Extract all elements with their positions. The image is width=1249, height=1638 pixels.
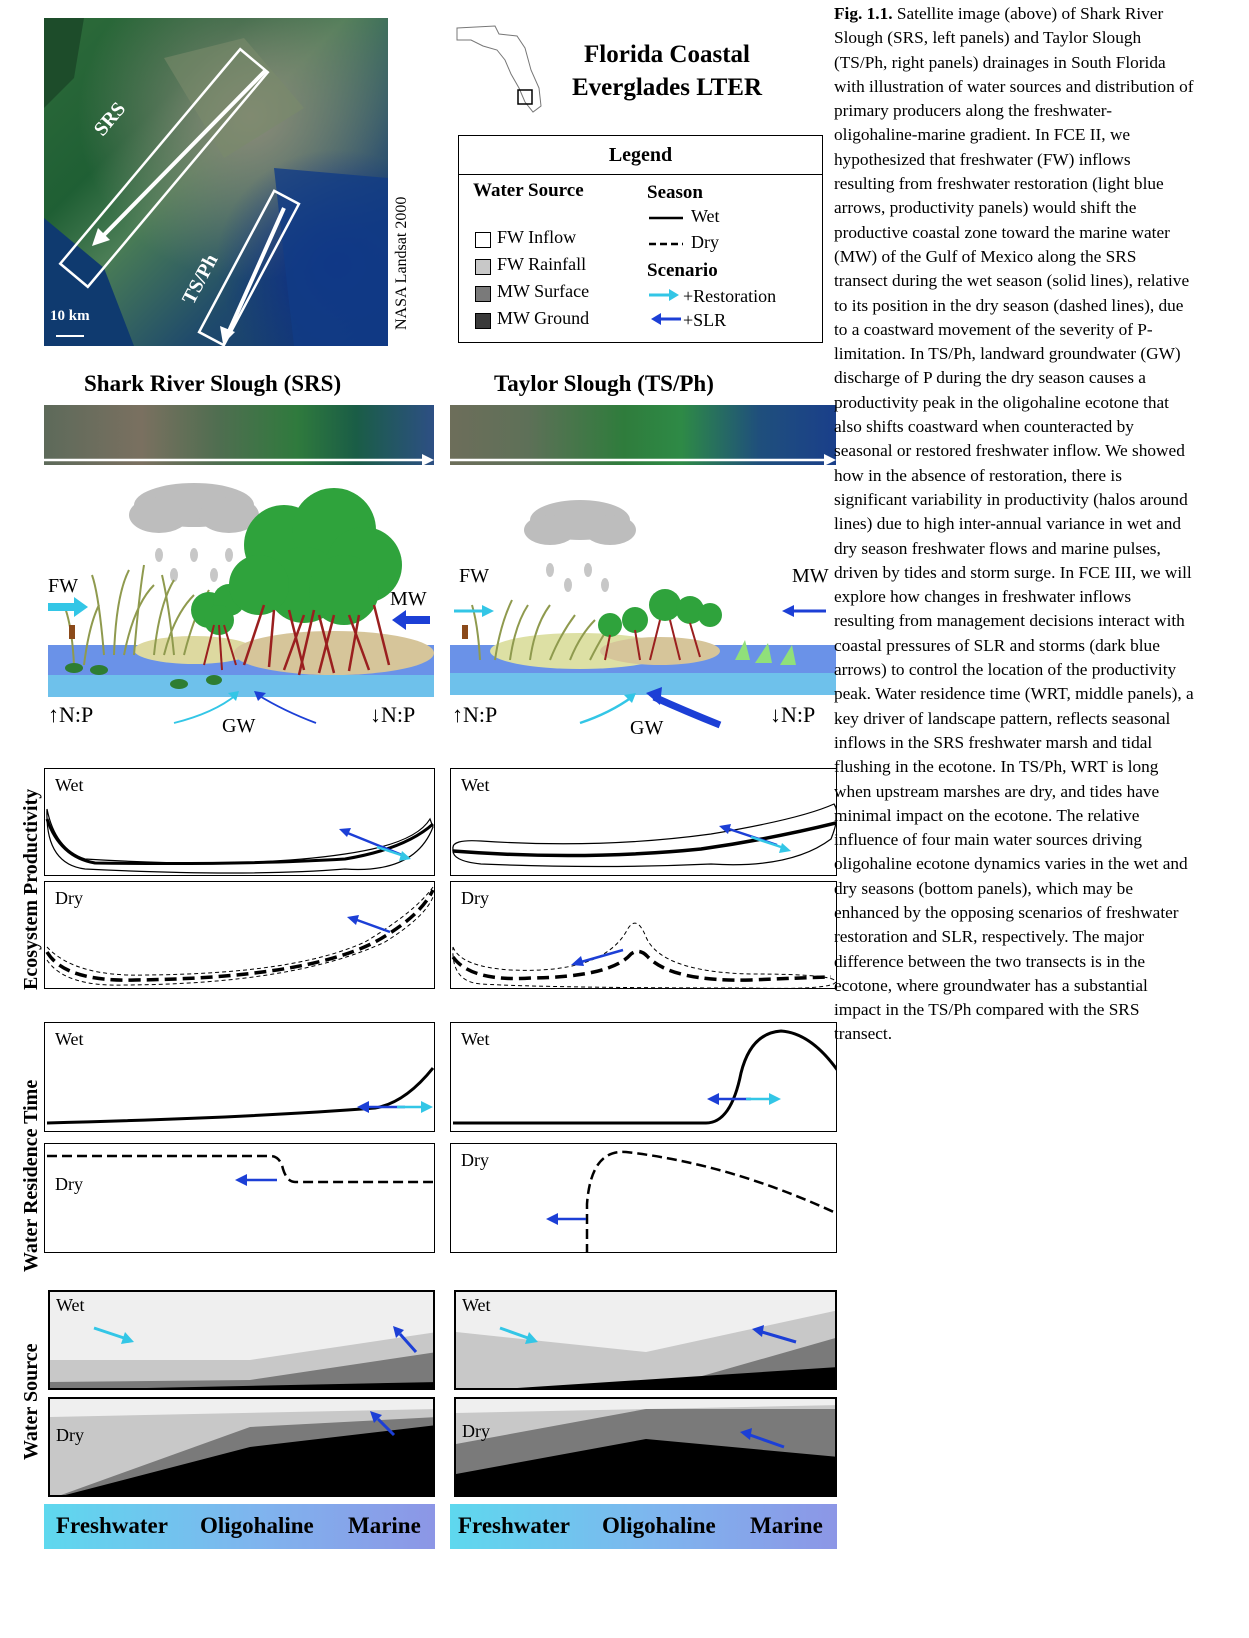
legend-scenario-heading: Scenario [647, 260, 718, 281]
header-title-line2: Everglades LTER [571, 74, 763, 101]
panel-label: Wet [461, 1029, 490, 1049]
srs-mw-label: MW [390, 588, 427, 610]
panel-label: Dry [462, 1421, 490, 1441]
legend-scenario-restoration: +Restoration [683, 286, 777, 306]
satellite-credit: NASA Landsat 2000 [393, 196, 410, 330]
gradient-marine: Marine [750, 1513, 823, 1538]
source-row-label: Water Source [20, 1343, 42, 1460]
satellite-image: SRS TS/Ph 10 km [44, 18, 388, 346]
caption-text: Satellite image (above) of Shark River S… [834, 4, 1194, 1044]
panel-label: Wet [461, 775, 490, 795]
legend-mw-ground: MW Ground [497, 308, 590, 328]
header-title-line1: Florida Coastal [584, 41, 750, 68]
srs-gw-label: GW [222, 715, 256, 737]
srs-strip-image [44, 405, 434, 465]
scenario-arrows-icon [649, 289, 681, 325]
srs-schematic [48, 483, 434, 724]
right-column-title: Taylor Slough (TS/Ph) [494, 371, 714, 396]
legend-mw-surface: MW Surface [497, 281, 590, 301]
srs-np-low: ↓N:P [370, 702, 416, 727]
figure-caption: Fig. 1.1. Satellite image (above) of Sha… [834, 2, 1194, 1047]
legend: Legend Water Source FW Inflow FW Rainfal… [458, 135, 823, 343]
legend-season-wet: Wet [691, 206, 720, 226]
panel-label: Wet [55, 775, 84, 795]
srs-productivity-wet-panel: Wet [44, 768, 435, 876]
legend-water-source-heading: Water Source [473, 180, 584, 201]
gradient-oligohaline: Oligohaline [602, 1513, 716, 1538]
legend-fw-rainfall: FW Rainfall [497, 254, 587, 274]
productivity-row-label: Ecosystem Productivity [20, 788, 42, 990]
season-lines-icon [649, 216, 683, 246]
tsph-strip-image [450, 405, 836, 465]
tsph-schematic [450, 500, 836, 729]
tsph-wrt-dry-panel: Dry [450, 1143, 837, 1253]
florida-map-icon [456, 25, 542, 113]
panel-label: Dry [56, 1425, 84, 1445]
tsph-np-high: ↑N:P [452, 702, 498, 727]
tsph-gradient-bar: Freshwater Oligohaline Marine [450, 1504, 837, 1549]
tsph-productivity-dry-panel: Dry [450, 881, 837, 989]
caption-fig-number: Fig. 1.1. [834, 4, 893, 23]
gradient-marine: Marine [348, 1513, 421, 1538]
tsph-np-low: ↓N:P [770, 702, 816, 727]
panel-label: Dry [461, 888, 489, 908]
panel-label: Dry [55, 888, 83, 908]
srs-wrt-dry-panel: Dry [44, 1143, 435, 1253]
wrt-row-label: Water Residence Time [20, 1079, 42, 1272]
srs-source-wet-panel: Wet [48, 1290, 435, 1390]
panel-label: Wet [55, 1029, 84, 1049]
legend-title: Legend [608, 144, 673, 166]
tsph-source-wet-panel: Wet [454, 1290, 837, 1390]
tsph-fw-label: FW [459, 565, 489, 587]
tsph-productivity-wet-panel: Wet [450, 768, 837, 876]
panel-label: Dry [55, 1174, 83, 1194]
panel-label: Wet [56, 1295, 85, 1315]
swatch-mw-ground [475, 313, 491, 329]
legend-scenario-slr: +SLR [683, 310, 727, 330]
legend-fw-inflow: FW Inflow [497, 227, 577, 247]
tsph-gw-label: GW [630, 717, 664, 739]
tsph-wrt-wet-panel: Wet [450, 1022, 837, 1132]
swatch-mw-surface [475, 286, 491, 302]
panel-label: Dry [461, 1150, 489, 1170]
tsph-source-dry-panel: Dry [454, 1397, 837, 1497]
swatch-fw-inflow [475, 232, 491, 248]
srs-productivity-dry-panel: Dry [44, 881, 435, 989]
gradient-oligohaline: Oligohaline [200, 1513, 314, 1538]
panel-label: Wet [462, 1295, 491, 1315]
tsph-mw-label: MW [792, 565, 829, 587]
left-column-title: Shark River Slough (SRS) [84, 371, 342, 396]
swatch-fw-rainfall [475, 259, 491, 275]
srs-source-dry-panel: Dry [48, 1397, 435, 1497]
srs-fw-label: FW [48, 575, 78, 597]
srs-gradient-bar: Freshwater Oligohaline Marine [44, 1504, 435, 1549]
srs-np-high: ↑N:P [48, 702, 94, 727]
srs-wrt-wet-panel: Wet [44, 1022, 435, 1132]
scale-label: 10 km [50, 308, 90, 324]
gradient-freshwater: Freshwater [56, 1513, 168, 1538]
legend-season-dry: Dry [691, 232, 719, 252]
gradient-freshwater: Freshwater [458, 1513, 570, 1538]
legend-season-heading: Season [647, 182, 703, 203]
